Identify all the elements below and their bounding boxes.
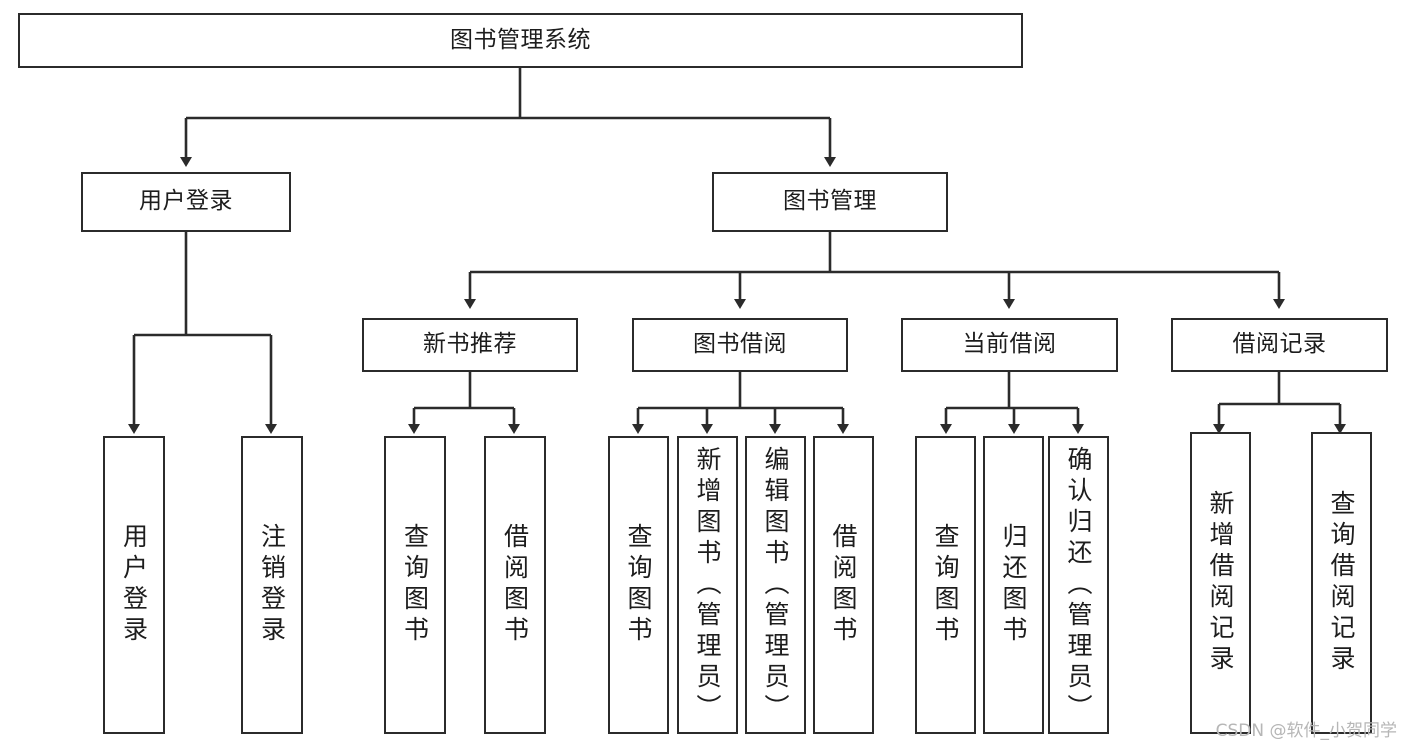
node-logout[interactable]: 注销登录 xyxy=(241,436,303,734)
node-add-borrow-record[interactable]: 新增借阅记录 xyxy=(1190,432,1251,734)
node-query-borrow-record-label: 查询借阅记录 xyxy=(1327,490,1356,676)
node-new-book-recommend[interactable]: 新书推荐 xyxy=(362,318,578,372)
node-edit-book-admin-label: 编辑图书（管理员） xyxy=(761,445,790,725)
node-book-borrow-label: 图书借阅 xyxy=(693,331,787,358)
node-query-books-2-label: 查询图书 xyxy=(624,523,653,647)
node-add-borrow-record-label: 新增借阅记录 xyxy=(1206,490,1235,676)
node-return-book[interactable]: 归还图书 xyxy=(983,436,1044,734)
node-current-borrow-label: 当前借阅 xyxy=(962,331,1057,358)
node-add-book-admin-label: 新增图书（管理员） xyxy=(693,445,722,725)
node-query-books-3[interactable]: 查询图书 xyxy=(915,436,976,734)
node-login[interactable]: 用户登录 xyxy=(103,436,165,734)
node-borrow-books-2[interactable]: 借阅图书 xyxy=(813,436,874,734)
node-login-label: 用户登录 xyxy=(119,523,149,647)
node-borrow-books-1[interactable]: 借阅图书 xyxy=(484,436,546,734)
node-query-borrow-record[interactable]: 查询借阅记录 xyxy=(1311,432,1372,734)
node-user-login[interactable]: 用户登录 xyxy=(81,172,291,232)
node-book-borrow[interactable]: 图书借阅 xyxy=(632,318,848,372)
node-edit-book-admin[interactable]: 编辑图书（管理员） xyxy=(745,436,806,734)
node-query-books-1[interactable]: 查询图书 xyxy=(384,436,446,734)
node-borrow-record-label: 借阅记录 xyxy=(1232,331,1327,358)
node-root[interactable]: 图书管理系统 xyxy=(18,13,1023,68)
node-query-books-1-label: 查询图书 xyxy=(400,523,430,647)
node-current-borrow[interactable]: 当前借阅 xyxy=(901,318,1118,372)
node-borrow-record[interactable]: 借阅记录 xyxy=(1171,318,1388,372)
node-return-book-label: 归还图书 xyxy=(999,523,1028,647)
node-book-management[interactable]: 图书管理 xyxy=(712,172,948,232)
node-add-book-admin[interactable]: 新增图书（管理员） xyxy=(677,436,738,734)
node-query-books-3-label: 查询图书 xyxy=(931,523,960,647)
node-user-login-label: 用户登录 xyxy=(139,188,233,215)
node-new-book-recommend-label: 新书推荐 xyxy=(423,331,517,358)
node-borrow-books-2-label: 借阅图书 xyxy=(829,523,858,647)
node-borrow-books-1-label: 借阅图书 xyxy=(500,523,530,647)
node-confirm-return-admin[interactable]: 确认归还（管理员） xyxy=(1048,436,1109,734)
node-book-management-label: 图书管理 xyxy=(783,188,877,215)
node-root-label: 图书管理系统 xyxy=(450,26,591,53)
node-logout-label: 注销登录 xyxy=(257,523,287,647)
node-query-books-2[interactable]: 查询图书 xyxy=(608,436,669,734)
node-confirm-return-admin-label: 确认归还（管理员） xyxy=(1064,445,1093,725)
